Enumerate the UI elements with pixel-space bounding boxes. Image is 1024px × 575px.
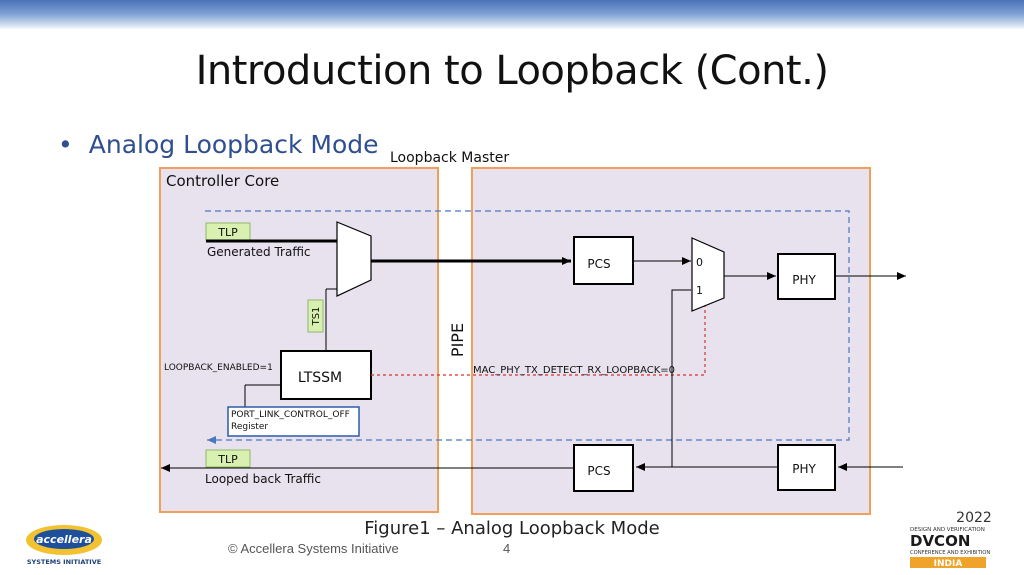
footer-page-number: 4 xyxy=(503,541,511,556)
tlp-label-top: TLP xyxy=(217,226,238,239)
dvcon-india-logo: 2022 DESIGN AND VERIFICATION DVCON CONFE… xyxy=(910,510,992,569)
svg-text:SYSTEMS INITIATIVE: SYSTEMS INITIATIVE xyxy=(27,558,101,566)
ts1-badge xyxy=(307,299,324,333)
mac-signal-label: MAC_PHY_TX_DETECT_RX_LOOPBACK=0 xyxy=(473,365,675,376)
tlp-label-bottom: TLP xyxy=(217,453,238,466)
controller-mux xyxy=(336,221,372,297)
ltssm-label: LTSSM xyxy=(298,370,342,386)
phy-mux xyxy=(691,237,725,312)
ts1-label: TS1 xyxy=(311,307,322,327)
loopback-path-dashed xyxy=(205,210,850,444)
pipe-label: PIPE xyxy=(448,323,467,357)
ltssm-box xyxy=(280,350,372,400)
register-label-line2: Register xyxy=(231,422,268,432)
loopback-control-signal xyxy=(371,306,706,376)
mux-input-1: 1 xyxy=(696,284,703,297)
svg-text:DESIGN AND VERIFICATION: DESIGN AND VERIFICATION xyxy=(910,527,985,533)
svg-text:CONFERENCE AND EXHIBITION: CONFERENCE AND EXHIBITION xyxy=(910,550,990,556)
accellera-logo: accellera SYSTEMS INITIATIVE xyxy=(26,525,102,566)
register-label-line1: PORT_LINK_CONTROL_OFF xyxy=(231,410,350,420)
svg-text:INDIA: INDIA xyxy=(934,559,963,569)
controller-core-box xyxy=(159,167,439,513)
phy-rx-box xyxy=(777,444,836,491)
pcs-rx-label: PCS xyxy=(587,464,610,478)
mux-input-0: 0 xyxy=(696,256,703,269)
tlp-badge-bottom xyxy=(205,449,251,468)
loopback-enabled-label: LOOPBACK_ENABLED=1 xyxy=(164,363,273,373)
register-box xyxy=(227,406,360,437)
bullet-item: • Analog Loopback Mode xyxy=(58,130,379,159)
bullet-text: Analog Loopback Mode xyxy=(88,130,379,159)
phy-tx-box xyxy=(777,253,836,300)
svg-text:2022: 2022 xyxy=(956,510,992,526)
generated-traffic-label: Generated Traffic xyxy=(207,245,311,259)
phy-tx-label: PHY xyxy=(792,273,816,287)
looped-back-traffic-label: Looped back Traffic xyxy=(205,472,321,486)
slide-title: Introduction to Loopback (Cont.) xyxy=(195,48,829,94)
internal-loopback-line xyxy=(671,289,691,467)
svg-text:DVCON: DVCON xyxy=(910,532,970,550)
svg-text:accellera: accellera xyxy=(36,533,92,546)
footer-copyright: © Accellera Systems Initiative xyxy=(228,541,399,556)
figure-caption: Figure1 – Analog Loopback Mode xyxy=(364,518,660,539)
top-gradient-bar xyxy=(0,0,1024,30)
bullet-dot-icon: • xyxy=(58,130,73,159)
pcs-tx-label: PCS xyxy=(587,257,610,271)
phy-rx-label: PHY xyxy=(792,462,816,476)
loopback-master-label: Loopback Master xyxy=(390,150,509,166)
controller-core-label: Controller Core xyxy=(166,172,279,190)
